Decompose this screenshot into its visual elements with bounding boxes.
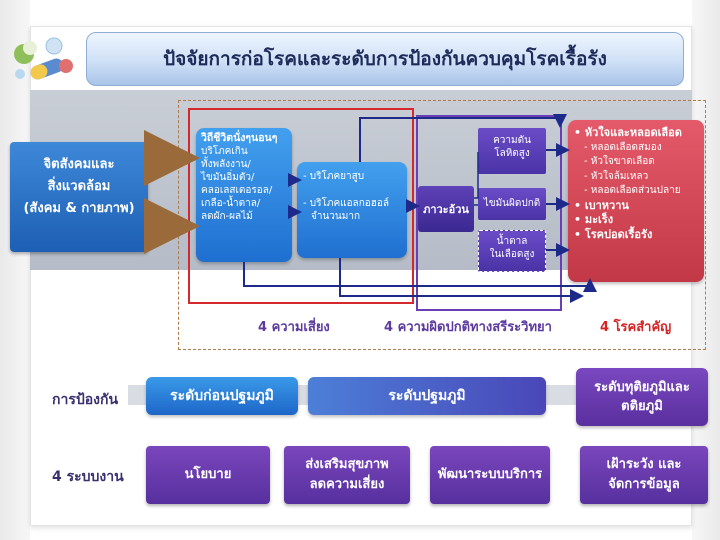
hyperglycemia-box: น้ำตาล ในเลือดสูง: [478, 230, 546, 272]
risk-to-disease-bottom-arrow: [339, 258, 584, 303]
hypertension-box: ความดัน โลหิตสูง: [478, 128, 546, 174]
disease-subitem: - หลอดเลือดส่วนปลาย: [584, 185, 681, 196]
obesity-box: ภาวะอ้วน: [418, 186, 474, 232]
tobacco-alcohol-box: - บริโภคยาสูบ - บริโภคแอลกอฮอล์ จำนวนมาก: [297, 162, 407, 258]
disease-subitem: - หัวใจล้มเหลว: [584, 170, 649, 182]
pre-primary-prevention-box: ระดับก่อนปฐมภูมิ: [146, 377, 298, 415]
page-title: ปัจจัยการก่อโรคและระดับการป้องกันควบคุมโ…: [163, 48, 607, 70]
social-line-3: (สังคม & กายภาพ): [23, 201, 135, 216]
title-banner: ปัจจัยการก่อโรคและระดับการป้องกันควบคุมโ…: [86, 32, 684, 86]
secondary-tertiary-prevention-box: ระดับทุติยภูมิและ ตติยภูมิ: [576, 368, 708, 426]
disease-item: • หัวใจและหลอดเลือด: [574, 126, 682, 139]
systems-row-label: 4 ระบบงาน: [52, 469, 124, 485]
lifestyle-line: ไขมันอิ่มตัว/: [201, 172, 255, 183]
four-diseases-label: 4 โรคสำคัญ: [600, 320, 672, 335]
obesity-to-bp-arrow: [474, 152, 479, 199]
lifestyle-line: ลดผัก-ผลไม้: [201, 211, 253, 222]
lifestyle-line: เกลือ-น้ำตาล/: [201, 198, 261, 209]
lifestyle-line: คลอเลสเตอรอล/: [201, 185, 273, 196]
page-side-left: [0, 0, 30, 540]
disease-item: • โรคปอดเรื้อรัง: [574, 227, 653, 241]
social-environment-box: จิตสังคมและ สิ่งแวดล้อม (สังคม & กายภาพ): [10, 142, 148, 252]
physio-group-frame: [416, 115, 562, 311]
social-line-2: สิ่งแวดล้อม: [47, 179, 111, 194]
alcohol-item: - บริโภคแอลกอฮอล์: [303, 198, 390, 209]
policy-box: นโยบาย: [146, 446, 270, 504]
health-promotion-box: ส่งเสริมสุขภาพ ลดความเสี่ยง: [284, 446, 410, 504]
disease-subitem: - หัวใจขาดเลือด: [584, 156, 655, 167]
lifestyle-line: บริโภคเกิน: [201, 146, 248, 157]
disease-item: • เบาหวาน: [574, 198, 629, 212]
lifestyle-heading: วิถีชีวิตนั่งๆนอนๆ: [201, 132, 278, 144]
disease-item: • มะเร็ง: [574, 213, 614, 226]
four-risks-label: 4 ความเสี่ยง: [258, 320, 330, 335]
lifestyle-to-disease-long-arrow: [243, 262, 597, 292]
top-feedback-arrow: [359, 114, 567, 162]
prevention-row-label: การป้องกัน: [52, 392, 119, 408]
smoking-item: - บริโภคยาสูบ: [303, 171, 365, 182]
surveillance-data-box: เฝ้าระวัง และ จัดการข้อมูล: [580, 446, 708, 504]
major-diseases-box: • หัวใจและหลอดเลือด - หลอดเลือดสมอง - หั…: [568, 120, 704, 282]
pills-logo: [14, 37, 73, 80]
dyslipidemia-box: ไขมันผิดปกติ: [478, 188, 546, 220]
primary-prevention-box: ระดับปฐมภูมิ: [308, 377, 546, 415]
alcohol-item-cont: จำนวนมาก: [311, 211, 361, 222]
social-line-1: จิตสังคมและ: [43, 157, 115, 172]
service-development-box: พัฒนาระบบบริการ: [430, 446, 550, 504]
lifestyle-risk-box: วิถีชีวิตนั่งๆนอนๆ บริโภคเกิน ทั้งพลังงา…: [196, 128, 292, 262]
four-physio-label: 4 ความผิดปกติทางสรีระวิทยา: [384, 320, 552, 335]
lifestyle-line: ทั้งพลังงาน/: [201, 159, 251, 170]
disease-subitem: - หลอดเลือดสมอง: [584, 141, 662, 153]
